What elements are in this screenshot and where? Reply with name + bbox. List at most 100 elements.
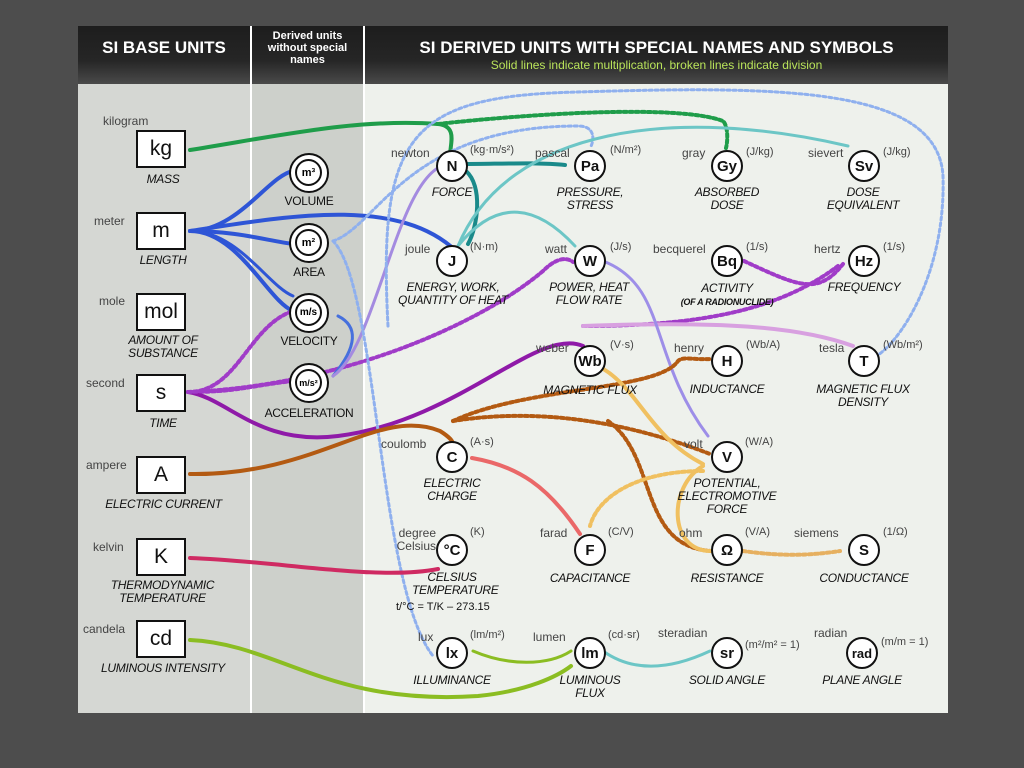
special-unit-symbol: W xyxy=(574,245,606,277)
derived-units-title: Derived units without special names xyxy=(267,30,348,66)
special-unit-symbol: °C xyxy=(436,534,468,566)
special-unit-name: radian xyxy=(814,626,848,640)
special-unit-name: farad xyxy=(540,526,568,540)
derived-unit-quantity: AREA xyxy=(293,265,325,279)
special-unit-name: volt xyxy=(684,437,703,451)
special-unit-quantity: PRESSURE, STRESS xyxy=(556,185,624,212)
special-unit-definition: (lm/m²) xyxy=(470,629,505,641)
base-units-header: SI BASE UNITS xyxy=(78,26,250,84)
special-units-header: SI DERIVED UNITS WITH SPECIAL NAMES AND … xyxy=(365,26,948,84)
special-unit-quantity: ENERGY, WORK, QUANTITY OF HEAT xyxy=(398,280,508,307)
special-unit-name: sievert xyxy=(808,146,844,160)
celsius-formula: t/°C = T/K – 273.15 xyxy=(396,601,490,613)
special-unit-name: becquerel xyxy=(653,242,706,256)
special-unit-name: gray xyxy=(682,146,706,160)
special-unit-name: lumen xyxy=(533,630,566,644)
special-unit-symbol: S xyxy=(848,534,880,566)
special-unit-definition: (N/m²) xyxy=(610,144,642,156)
special-unit-definition: (J/s) xyxy=(610,241,632,253)
base-unit-name: kelvin xyxy=(93,540,124,554)
special-unit-name: coulomb xyxy=(381,437,427,451)
special-unit-quantity: PLANE ANGLE xyxy=(822,673,902,687)
special-unit-symbol: Wb xyxy=(574,345,606,377)
derived-unit-circle: m/s xyxy=(289,293,329,333)
special-unit-name: hertz xyxy=(814,242,841,256)
derived-units-header: Derived units without special names xyxy=(252,26,363,84)
base-unit-symbol: A xyxy=(136,456,186,494)
special-unit-definition: (cd·sr) xyxy=(608,629,640,641)
derived-unit-circle: m/s² xyxy=(289,363,329,403)
special-unit-name: lux xyxy=(418,630,434,644)
derived-unit-symbol: m/s xyxy=(295,299,322,326)
special-unit-symbol: V xyxy=(711,441,743,473)
special-unit-symbol: Bq xyxy=(711,245,743,277)
base-unit-name: mole xyxy=(99,294,126,308)
special-unit-definition: (V/A) xyxy=(745,526,771,538)
special-unit-quantity: INDUCTANCE xyxy=(689,382,765,396)
special-units-title: SI DERIVED UNITS WITH SPECIAL NAMES AND … xyxy=(419,38,894,57)
special-unit-quantity: FORCE xyxy=(431,185,473,199)
special-unit-symbol: N xyxy=(436,150,468,182)
base-unit-name: ampere xyxy=(86,458,127,472)
base-unit-quantity: MASS xyxy=(146,172,180,186)
base-unit-quantity: TIME xyxy=(149,416,177,430)
special-unit-symbol: T xyxy=(848,345,880,377)
special-unit-quantity: POTENTIAL, ELECTROMOTIVE FORCE xyxy=(677,476,777,516)
special-unit-quantity: POWER, HEAT FLOW RATE xyxy=(549,280,629,307)
derived-unit-circle: m³ xyxy=(289,153,329,193)
base-unit-name: meter xyxy=(94,214,125,228)
special-unit-definition: (N·m) xyxy=(470,241,499,253)
special-unit-definition: (J/kg) xyxy=(883,146,911,158)
derived-unit-symbol: m² xyxy=(295,229,322,256)
special-unit-definition: (1/s) xyxy=(746,241,768,253)
base-unit-symbol: cd xyxy=(136,620,186,658)
base-unit-quantity: AMOUNT OF SUBSTANCE xyxy=(128,333,198,360)
special-unit-symbol: lm xyxy=(574,637,606,669)
special-unit-quantity: MAGNETIC FLUX DENSITY xyxy=(816,382,910,409)
special-unit-name: joule xyxy=(405,242,431,256)
special-unit-quantity-note: (OF A RADIONUCLIDE) xyxy=(680,297,774,307)
connection-lines xyxy=(186,88,945,700)
base-unit-quantity: THERMODYNAMIC TEMPERATURE xyxy=(110,578,215,605)
special-unit-quantity: ABSORBED DOSE xyxy=(694,185,760,212)
special-unit-symbol: F xyxy=(574,534,606,566)
derived-unit-symbol: m/s² xyxy=(295,369,322,396)
special-unit-quantity: ACTIVITY xyxy=(701,281,753,295)
derived-unit-quantity: VOLUME xyxy=(284,194,334,208)
special-unit-symbol: C xyxy=(436,441,468,473)
special-unit-quantity: SOLID ANGLE xyxy=(688,673,766,687)
base-unit-quantity: LUMINOUS INTENSITY xyxy=(101,661,225,675)
special-unit-name: tesla xyxy=(819,341,845,355)
special-unit-name: henry xyxy=(674,341,705,355)
column-divider xyxy=(363,26,365,713)
special-unit-quantity: LUMINOUS FLUX xyxy=(559,673,621,700)
special-unit-quantity: CONDUCTANCE xyxy=(819,571,909,585)
special-unit-symbol: Hz xyxy=(848,245,880,277)
special-unit-symbol: Gy xyxy=(711,150,743,182)
special-unit-definition: (m/m = 1) xyxy=(881,636,929,648)
special-unit-definition: (J/kg) xyxy=(746,146,774,158)
base-units-title: SI BASE UNITS xyxy=(102,38,226,57)
base-unit-symbol: mol xyxy=(136,293,186,331)
special-unit-quantity: DOSE EQUIVALENT xyxy=(826,185,900,212)
special-unit-definition: (C/V) xyxy=(608,526,634,538)
special-unit-symbol: Sv xyxy=(848,150,880,182)
special-unit-definition: (V·s) xyxy=(610,339,634,351)
special-unit-symbol: Pa xyxy=(574,150,606,182)
derived-unit-symbol: m³ xyxy=(295,159,322,186)
base-unit-symbol: m xyxy=(136,212,186,250)
special-unit-definition: (kg·m/s²) xyxy=(470,144,514,156)
special-unit-name: pascal xyxy=(535,146,570,160)
special-unit-definition: (Wb/m²) xyxy=(883,339,923,351)
base-unit-quantity: ELECTRIC CURRENT xyxy=(105,497,222,511)
special-unit-name: steradian xyxy=(658,626,708,640)
special-unit-quantity: CELSIUS TEMPERATURE xyxy=(412,570,499,597)
base-unit-quantity: LENGTH xyxy=(139,253,187,267)
special-unit-symbol: Ω xyxy=(711,534,743,566)
special-unit-definition: (Wb/A) xyxy=(746,339,781,351)
special-unit-symbol: H xyxy=(711,345,743,377)
base-unit-name: candela xyxy=(83,622,126,636)
special-unit-name: degree Celsius xyxy=(396,526,436,553)
base-unit-symbol: s xyxy=(136,374,186,412)
derived-unit-circle: m² xyxy=(289,223,329,263)
